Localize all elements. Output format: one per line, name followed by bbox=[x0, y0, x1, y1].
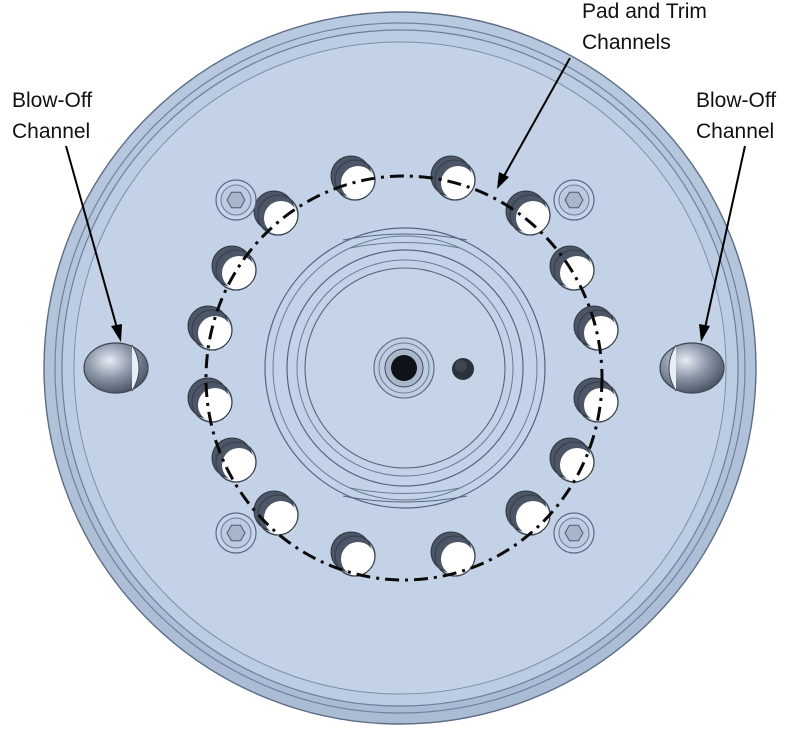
blow-off-channel-label-right: Blow-Off Channel bbox=[696, 85, 776, 147]
label-line: Channels bbox=[582, 31, 671, 54]
boss-bottom-step bbox=[342, 495, 468, 503]
pad-trim-channels-label: Pad and Trim Channels bbox=[582, 0, 707, 58]
leader-blowoff-right bbox=[704, 145, 746, 329]
arrowhead-pad-trim bbox=[497, 172, 509, 189]
center-port-hole bbox=[391, 355, 417, 381]
hex-socket-bolt-icon bbox=[553, 512, 595, 554]
label-line: Channel bbox=[12, 120, 91, 143]
label-line: Blow-Off bbox=[696, 89, 777, 112]
pad-trim-channel-hole bbox=[505, 490, 551, 536]
leader-blowoff-left bbox=[65, 145, 118, 329]
plate-rim-groove bbox=[54, 22, 746, 714]
hex-socket-bolt-icon bbox=[215, 179, 257, 221]
hex-socket-bolt-icon bbox=[553, 179, 595, 221]
blow-off-channel-left bbox=[83, 342, 149, 394]
pad-trim-channel-hole bbox=[253, 190, 299, 236]
arrowhead-blowoff-right bbox=[699, 324, 710, 342]
blow-off-channel-label-left: Blow-Off Channel bbox=[12, 85, 92, 147]
pad-trim-channel-hole bbox=[505, 190, 551, 236]
hex-socket-bolt-icon bbox=[215, 512, 257, 554]
pad-trim-pitch-circle bbox=[204, 174, 604, 582]
boss-top-step bbox=[342, 233, 468, 241]
pad-trim-channel-hole bbox=[330, 531, 376, 577]
label-line: Channel bbox=[696, 120, 775, 143]
blow-off-channel-right bbox=[659, 342, 725, 394]
pad-trim-channel-hole bbox=[573, 305, 619, 351]
pad-trim-channels bbox=[187, 155, 619, 577]
leader-pad-trim bbox=[503, 57, 571, 177]
arrowhead-blowoff-left bbox=[111, 324, 122, 342]
center-boss bbox=[264, 227, 546, 509]
mounting-bolts bbox=[215, 179, 595, 554]
pad-trim-channel-hole bbox=[430, 531, 476, 577]
label-line: Blow-Off bbox=[12, 89, 93, 112]
pad-trim-channel-hole bbox=[573, 377, 619, 423]
leader-arrows bbox=[65, 57, 746, 342]
label-line: Pad and Trim bbox=[582, 0, 707, 23]
